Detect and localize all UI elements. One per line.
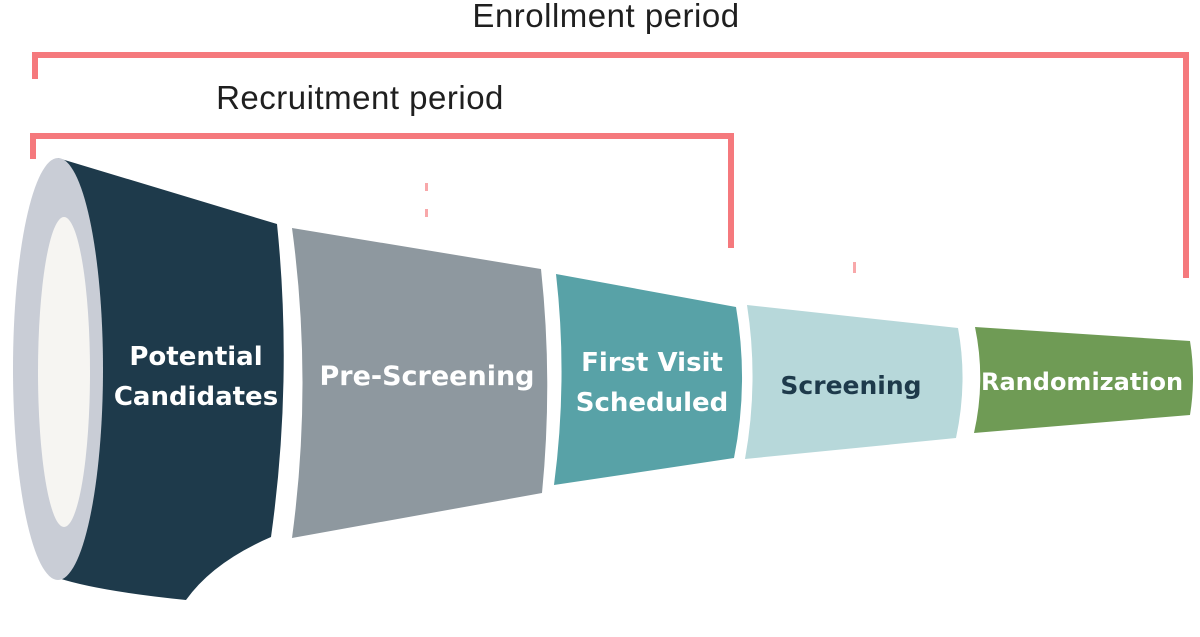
stray-red-mark — [425, 209, 428, 217]
recruitment-period-title: Recruitment period — [216, 79, 504, 116]
stage-shape-randomization — [974, 327, 1193, 433]
enrollment-bracket-left-tick — [32, 52, 38, 79]
recruitment-bracket-horizontal — [30, 133, 734, 139]
funnel-mouth-inner-face — [38, 217, 90, 527]
stage-label-first-visit-scheduled: First Visit Scheduled — [575, 348, 729, 418]
enrollment-bracket-horizontal — [32, 52, 1189, 58]
enrollment-bracket-right-tick — [1183, 52, 1189, 278]
stray-red-mark — [853, 262, 856, 273]
stage-shape-potential-candidates — [58, 158, 284, 600]
stage-shape-pre-screening — [292, 228, 548, 538]
enrollment-period-title: Enrollment period — [472, 0, 740, 34]
stage-label-randomization: Randomization — [981, 368, 1184, 396]
stage-label-pre-screening: Pre-Screening — [319, 361, 535, 392]
recruitment-bracket-right-tick — [728, 133, 734, 248]
stage-shape-screening — [745, 305, 963, 459]
stray-red-mark — [425, 183, 428, 191]
stage-shape-first-visit-scheduled — [554, 274, 743, 485]
stage-label-screening: Screening — [780, 371, 922, 400]
recruitment-bracket-left-tick — [30, 133, 36, 159]
stage-label-potential-candidates: Potential Candidates — [113, 342, 279, 412]
